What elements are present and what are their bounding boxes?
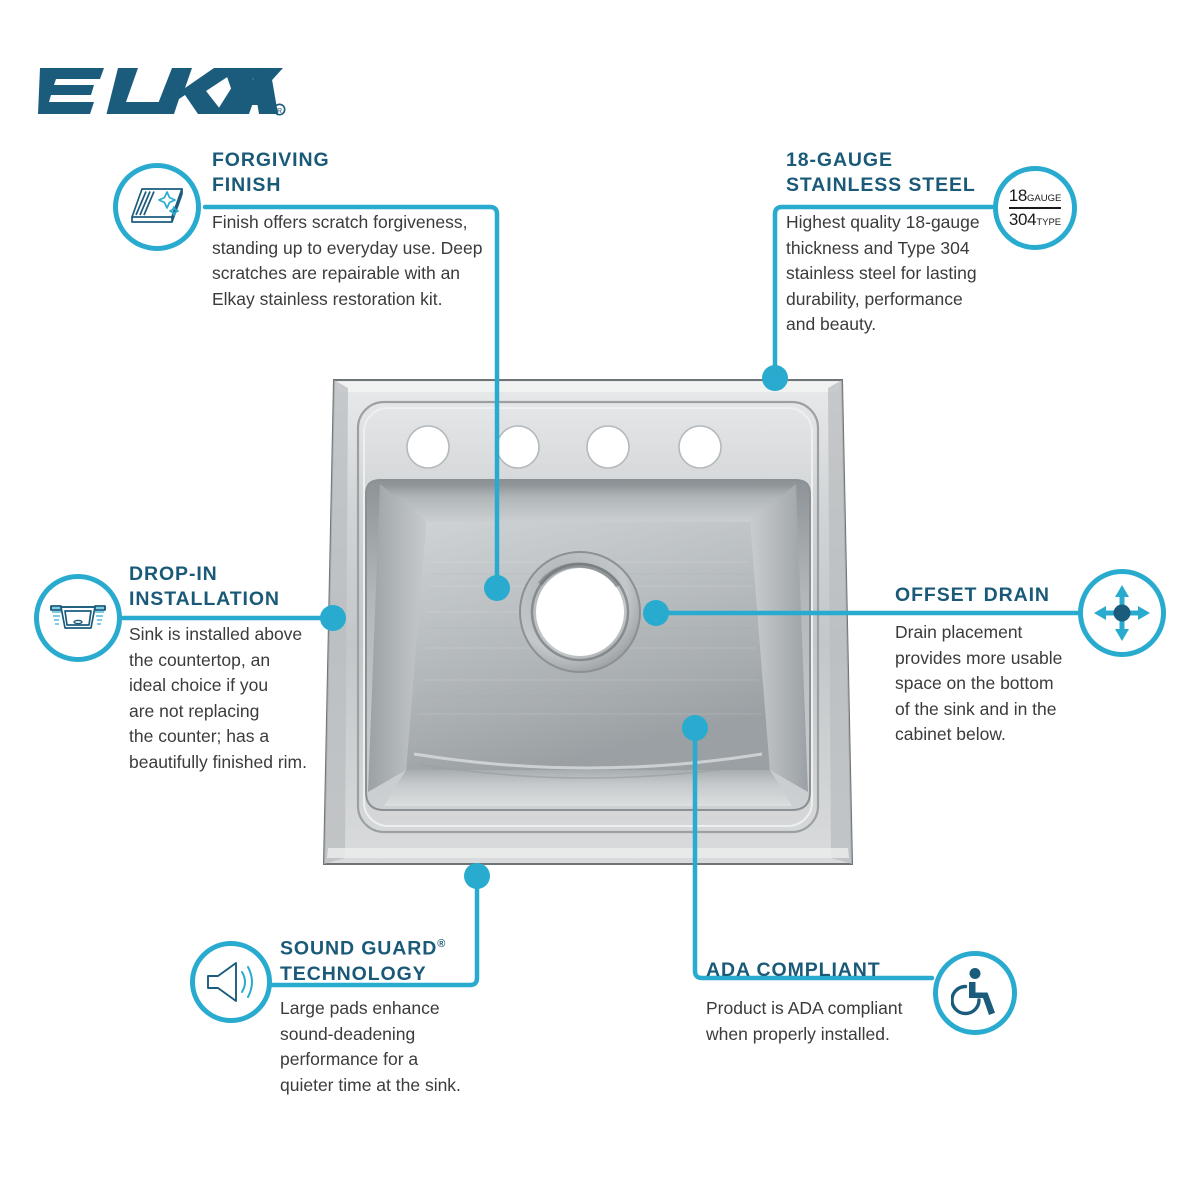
callout-drop-in: DROP-IN INSTALLATION [129, 562, 389, 619]
callout-18-gauge: 18-GAUGE STAINLESS STEEL [786, 148, 1076, 205]
callout-title: 18-GAUGE STAINLESS STEEL [786, 149, 976, 196]
gauge-badge-bottom: 304TYPE [1009, 211, 1062, 229]
callout-title: DROP-IN INSTALLATION [129, 563, 280, 610]
faucet-hole [678, 425, 722, 469]
callout-ada: ADA COMPLIANT [706, 958, 946, 990]
callout-sound-guard-body: Large pads enhance sound-deadening perfo… [280, 996, 495, 1098]
type-number: 304 [1008, 210, 1037, 230]
faucet-hole [406, 425, 450, 469]
wheelchair-icon [951, 968, 995, 1016]
forgiving-finish-icon-circle[interactable] [113, 163, 201, 251]
speaker-icon [207, 962, 253, 1002]
sink-product-image [318, 362, 858, 882]
callout-body: Highest quality 18-gauge thickness and T… [786, 212, 980, 334]
callout-18-gauge-body: Highest quality 18-gauge thickness and T… [786, 210, 1016, 338]
gauge-badge-inner: 18GAUGE 304TYPE [1008, 187, 1062, 229]
callout-drop-in-body: Sink is installed above the countertop, … [129, 622, 319, 775]
callout-body: Drain placement provides more usable spa… [895, 622, 1063, 744]
callout-forgiving-finish-body: Finish offers scratch forgiveness, stand… [212, 210, 487, 312]
callout-title: ADA COMPLIANT [706, 959, 881, 981]
four-arrows-icon [1094, 585, 1150, 641]
faucet-hole [496, 425, 540, 469]
callout-title: FORGIVING FINISH [212, 149, 330, 196]
gauge-label: GAUGE [1027, 192, 1062, 204]
offset-drain-icon-circle[interactable] [1078, 569, 1166, 657]
sink-illustration [322, 379, 854, 865]
drop-in-icon-circle[interactable] [34, 574, 122, 662]
svg-text:R: R [277, 108, 282, 115]
sound-guard-icon-circle[interactable] [190, 941, 272, 1023]
gauge-badge-top: 18GAUGE [1009, 187, 1062, 205]
sink-drain [519, 551, 641, 673]
callout-forgiving-finish: FORGIVING FINISH [212, 148, 492, 205]
elkay-logo: R [38, 64, 288, 120]
gauge-badge-icon-circle[interactable]: 18GAUGE 304TYPE [993, 166, 1077, 250]
elkay-logo-svg: R [38, 68, 286, 116]
gauge-badge-divider [1008, 206, 1062, 209]
drop-in-sink-icon [50, 605, 106, 629]
ada-icon-circle[interactable] [933, 951, 1017, 1035]
callout-title: SOUND GUARD® TECHNOLOGY [280, 932, 540, 987]
faucet-hole [586, 425, 630, 469]
drain-dot [1113, 604, 1131, 622]
callout-body: Sink is installed above the countertop, … [129, 624, 307, 772]
callout-body: Finish offers scratch forgiveness, stand… [212, 212, 483, 309]
callout-title-second: TECHNOLOGY [280, 962, 427, 985]
callout-sound-guard: SOUND GUARD® TECHNOLOGY [280, 932, 540, 994]
callout-ada-body: Product is ADA compliant when properly i… [706, 996, 936, 1047]
callout-title-main: SOUND GUARD [280, 937, 438, 960]
finish-sparkle-icon [131, 188, 183, 223]
callout-body: Product is ADA compliant when properly i… [706, 998, 903, 1044]
gauge-number: 18 [1008, 185, 1028, 205]
callout-offset-drain-body: Drain placement provides more usable spa… [895, 620, 1090, 748]
callout-offset-drain: OFFSET DRAIN [895, 583, 1125, 615]
callout-body: Large pads enhance sound-deadening perfo… [280, 998, 461, 1095]
registered-mark: ® [437, 938, 446, 950]
type-label: TYPE [1036, 217, 1062, 229]
callout-title: OFFSET DRAIN [895, 584, 1050, 606]
